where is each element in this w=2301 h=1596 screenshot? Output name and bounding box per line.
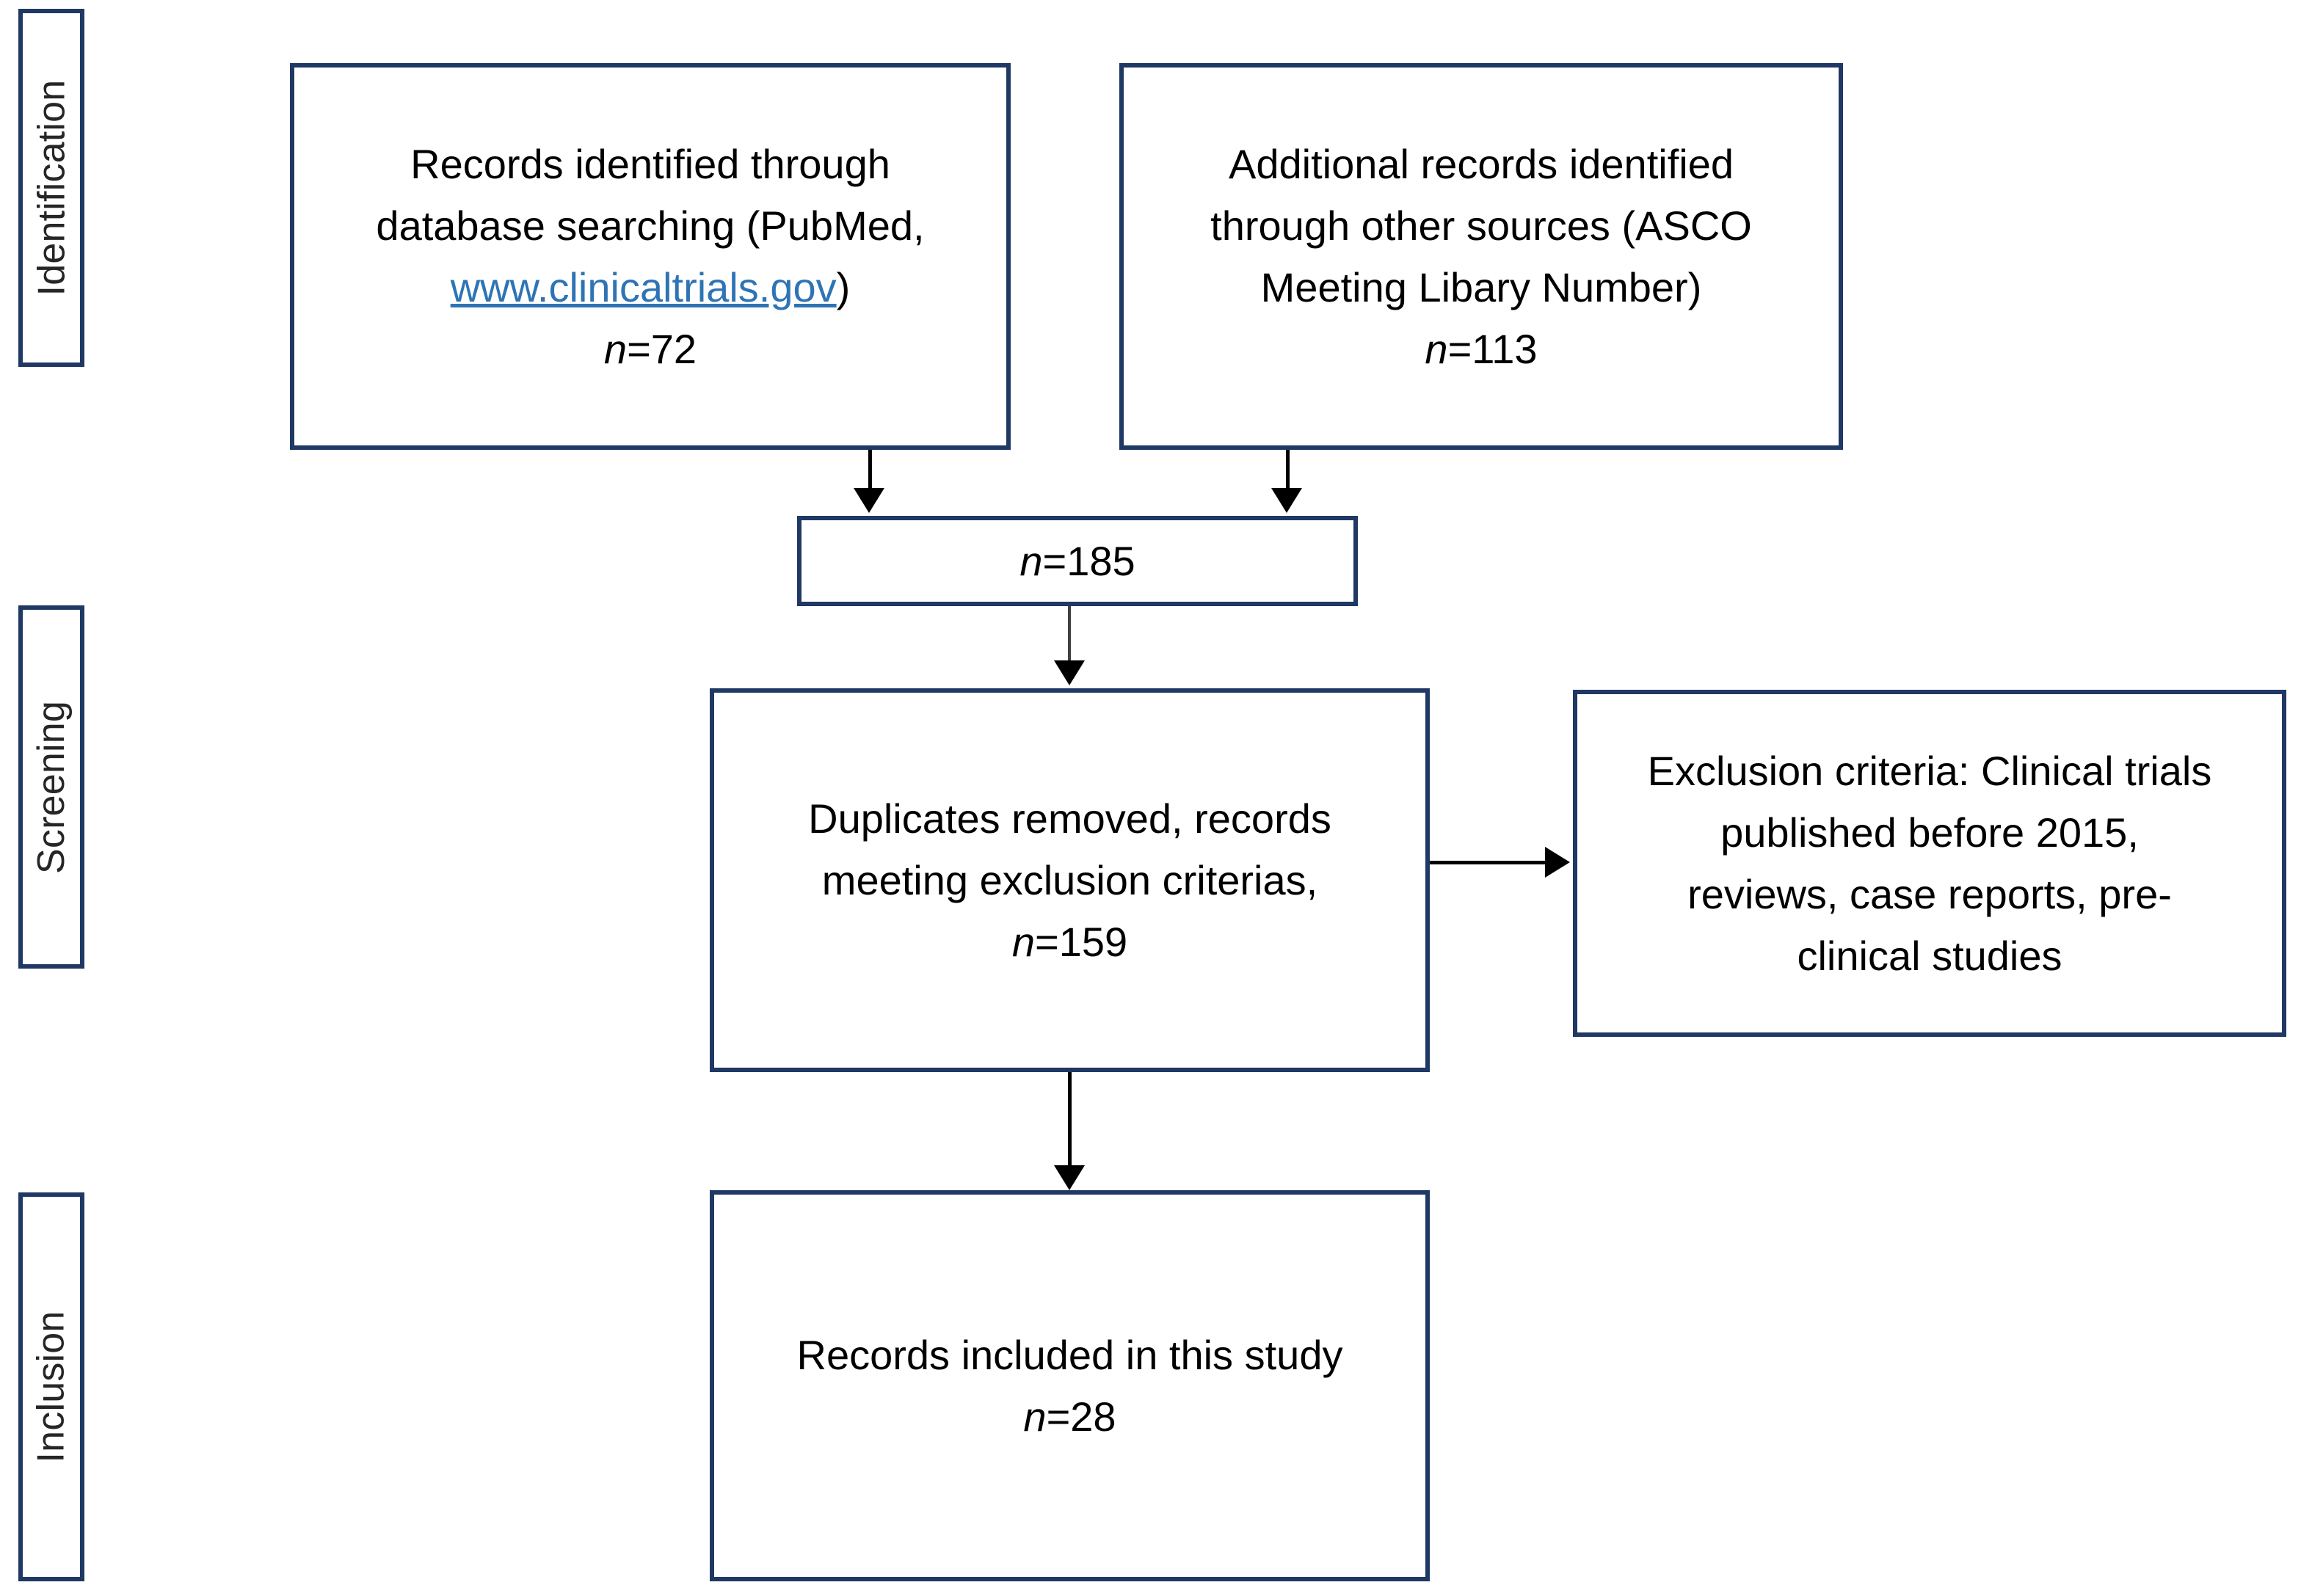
box-additional-records-other-sources: Additional records identified through ot… [1119, 63, 1843, 450]
db-line1: Records identified through [410, 140, 890, 187]
stage-label-identification: Identification [18, 9, 84, 367]
arrow-duplicates-to-exclusion [1545, 847, 1570, 878]
box-records-identified-database: Records identified through database sear… [290, 63, 1011, 450]
dup-n-symbol: n [1011, 918, 1035, 965]
stage-label-inclusion-text: Inclusion [30, 1311, 73, 1463]
inc-n-symbol: n [1023, 1393, 1047, 1440]
box-records-included: Records included in this study n=28 [710, 1190, 1430, 1581]
other-n-symbol: n [1425, 325, 1448, 372]
total-n-symbol: n [1019, 537, 1043, 584]
arrow-other-to-total [1271, 488, 1302, 513]
box-exclusion-criteria-text: Exclusion criteria: Clinical trials publ… [1648, 740, 2212, 987]
db-line3-suffix: ) [836, 263, 851, 310]
box-records-identified-database-text: Records identified through database sear… [376, 134, 924, 380]
other-n-value: =113 [1447, 325, 1538, 372]
box-combined-total-text: n=185 [1019, 536, 1135, 586]
box-duplicates-removed-text: Duplicates removed, records meeting excl… [808, 788, 1331, 973]
stage-label-screening-text: Screening [30, 700, 73, 874]
db-n-value: =72 [627, 325, 697, 372]
box-additional-records-other-sources-text: Additional records identified through ot… [1210, 134, 1752, 380]
stage-label-identification-text: Identification [30, 79, 73, 296]
arrow-total-to-duplicates [1054, 660, 1085, 685]
arrow-db-to-total [854, 488, 884, 513]
inc-line1: Records included in this study [796, 1331, 1343, 1378]
box-exclusion-criteria: Exclusion criteria: Clinical trials publ… [1573, 690, 2286, 1037]
other-line1: Additional records identified [1229, 140, 1734, 187]
exc-line1: Exclusion criteria: Clinical trials [1647, 747, 2212, 794]
box-duplicates-removed: Duplicates removed, records meeting excl… [710, 688, 1430, 1072]
connector-line-duplicates-to-exclusion [1430, 861, 1546, 864]
connector-line-duplicates-to-included [1068, 1072, 1072, 1171]
connector-line-db-to-total [868, 450, 872, 491]
db-line2: database searching (PubMed, [376, 202, 925, 249]
box-records-included-text: Records included in this study n=28 [797, 1324, 1343, 1448]
exc-line3: reviews, case reports, pre- [1687, 870, 2172, 917]
other-line2: through other sources (ASCO [1210, 202, 1752, 249]
clinicaltrials-link[interactable]: www.clinicaltrials.gov [450, 263, 837, 310]
exc-line4: clinical studies [1797, 932, 2062, 979]
db-n-symbol: n [603, 325, 628, 372]
stage-label-inclusion: Inclusion [18, 1192, 84, 1581]
other-line3: Meeting Libary Number) [1260, 263, 1702, 310]
dup-line2: meeting exclusion criterias, [821, 856, 1318, 903]
dup-line1: Duplicates removed, records [808, 795, 1331, 842]
total-n-value: =185 [1042, 537, 1135, 584]
exc-line2: published before 2015, [1720, 809, 2139, 856]
connector-line-other-to-total [1286, 450, 1290, 491]
box-combined-total: n=185 [797, 516, 1358, 606]
dup-n-value: =159 [1035, 918, 1128, 965]
inc-n-value: =28 [1046, 1393, 1116, 1440]
arrow-duplicates-to-included [1054, 1165, 1085, 1190]
stage-label-screening: Screening [18, 605, 84, 969]
connector-line-total-to-duplicates [1068, 606, 1071, 663]
